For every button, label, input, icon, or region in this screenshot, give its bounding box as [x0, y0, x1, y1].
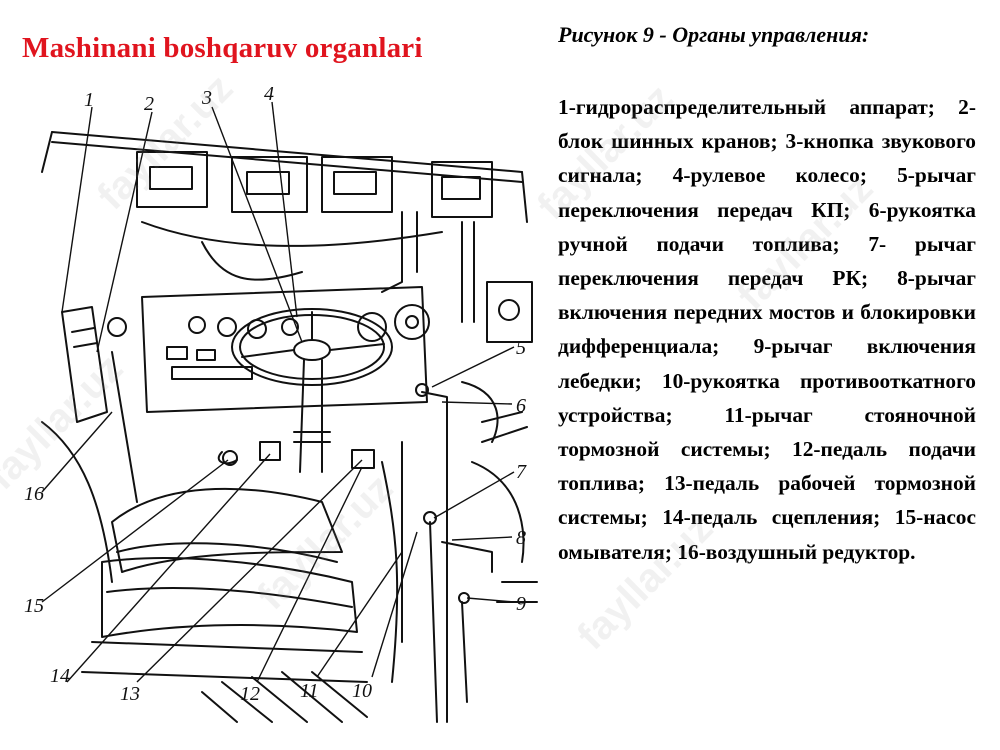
callout-7: 7 — [516, 461, 527, 483]
lever-gearshift — [421, 391, 448, 723]
gauge-box-1 — [136, 151, 208, 208]
callout-3: 3 — [201, 87, 212, 109]
steering-column — [299, 359, 323, 473]
figure-caption-heading: Рисунок 9 - Органы управления: — [558, 22, 870, 47]
gauge-box-4 — [431, 161, 493, 218]
pedal-clutch — [259, 441, 281, 461]
callout-10: 10 — [352, 680, 372, 702]
dashboard-panel — [141, 286, 428, 413]
callout-labels: 1 2 3 4 5 6 7 8 9 10 11 12 13 14 15 16 — [24, 83, 527, 705]
callout-2: 2 — [144, 93, 154, 115]
controls-drawing: 1 2 3 4 5 6 7 8 9 10 11 12 13 14 15 16 — [22, 82, 542, 732]
seat-base — [101, 557, 358, 638]
callout-1: 1 — [84, 89, 94, 111]
callout-14: 14 — [50, 665, 70, 687]
lever-rk — [429, 521, 438, 723]
steering-wheel — [231, 308, 393, 386]
gauge-box-3 — [321, 156, 393, 213]
lever-winch — [461, 601, 468, 703]
windshield-frame — [51, 131, 523, 183]
callout-8: 8 — [516, 527, 526, 549]
callout-15: 15 — [24, 595, 44, 617]
figure-caption-body: 1-гидрораспределительный аппарат; 2-блок… — [558, 95, 976, 564]
gauge-box-2 — [231, 156, 308, 213]
pedal-brake — [351, 449, 375, 469]
slide-title: Mashinani boshqaruv organlari — [22, 32, 423, 64]
callout-12: 12 — [240, 683, 260, 705]
callout-5: 5 — [516, 337, 526, 359]
controls-drawing-svg: 1 2 3 4 5 6 7 8 9 10 11 12 13 14 15 16 — [24, 83, 538, 723]
callout-16: 16 — [24, 483, 44, 505]
callout-9: 9 — [516, 593, 526, 615]
callout-13: 13 — [120, 683, 140, 705]
callout-6: 6 — [516, 395, 526, 417]
callout-11: 11 — [300, 680, 319, 702]
callout-4: 4 — [264, 83, 274, 105]
